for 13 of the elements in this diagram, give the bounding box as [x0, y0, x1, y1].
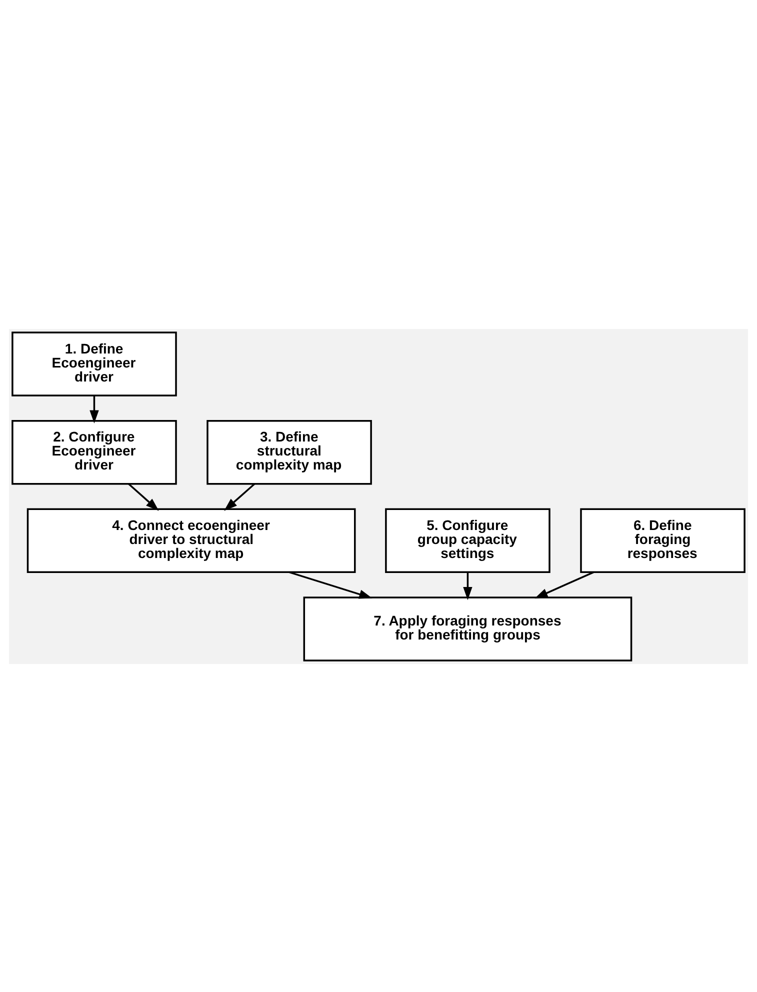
- node-box: 2. Configure Ecoengineer driver: [12, 419, 177, 484]
- arrow: [224, 482, 256, 510]
- arrow: [463, 572, 472, 600]
- node-box: 1. Define Ecoengineer driver: [12, 331, 177, 396]
- arrow: [128, 482, 159, 510]
- node-box: 7. Apply foraging responses for benefitting groups: [303, 596, 632, 661]
- arrow: [288, 570, 372, 598]
- arrow: [90, 395, 99, 423]
- node-box: 4. Connect ecoengineer driver to structural complexity map: [26, 508, 356, 573]
- node-box: 3. Define structural complexity map: [206, 419, 372, 484]
- arrow: [534, 570, 594, 598]
- node-box: 5. Configure group capacity settings: [385, 508, 550, 573]
- node-box: 6. Define foraging responses: [580, 508, 746, 573]
